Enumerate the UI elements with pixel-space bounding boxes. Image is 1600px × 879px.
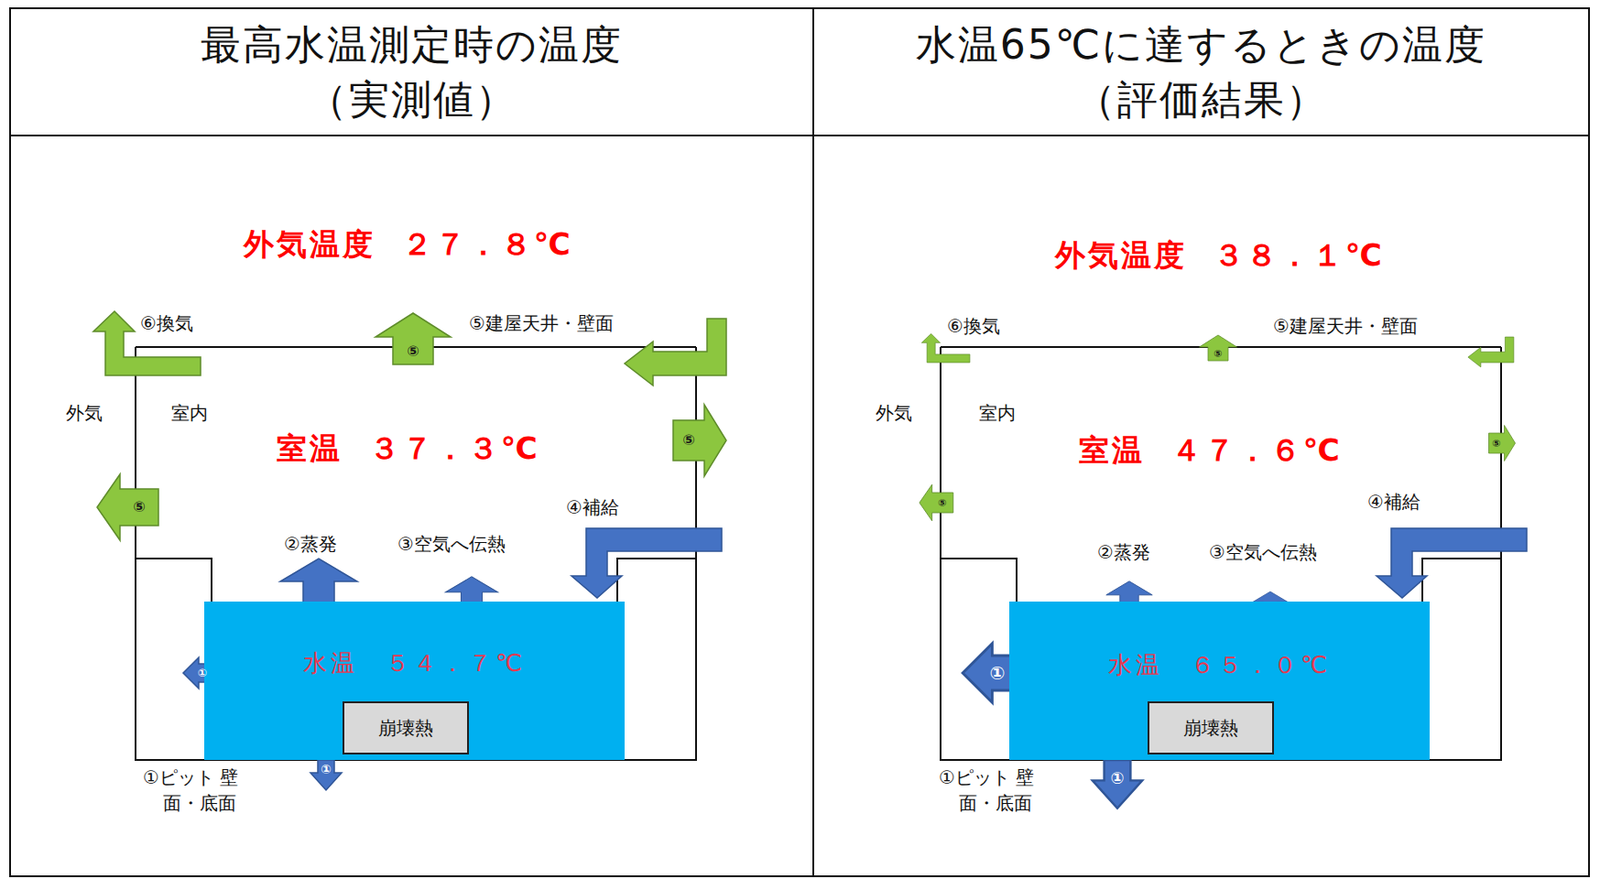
area-label: 室内 bbox=[979, 401, 1016, 426]
callout-number: ① bbox=[1110, 770, 1124, 787]
decay-heat-box: 崩壊熱 bbox=[1147, 701, 1274, 755]
flow-label: ④補給 bbox=[1367, 489, 1421, 515]
temperature-value: 室温 ４７．６℃ bbox=[1078, 430, 1342, 472]
callout-number: ① bbox=[320, 762, 332, 776]
callout-number: ⑤ bbox=[1213, 348, 1222, 360]
flow-label: ①ピット 壁面・底面 bbox=[938, 764, 1067, 817]
flow-label: ②蒸発 bbox=[283, 532, 338, 557]
flow-label: ③空気へ伝熱 bbox=[397, 532, 506, 557]
heat-flow-arrows bbox=[93, 311, 727, 541]
header-cell: 最高水温測定時の温度 （実測値） bbox=[10, 9, 813, 135]
water-pool: 水温 ６５．０℃ 崩壊熱 bbox=[1009, 601, 1430, 761]
water-flow-arrows bbox=[183, 528, 722, 791]
water-temperature: 水温 ６５．０℃ bbox=[1009, 649, 1430, 682]
flow-label: ⑤建屋天井・壁面 bbox=[1273, 314, 1418, 339]
callout-number: ⑤ bbox=[1491, 438, 1501, 449]
callout-number: ⑤ bbox=[682, 433, 696, 448]
flow-label: ⑥換気 bbox=[946, 314, 1001, 339]
box-label: 崩壊熱 bbox=[378, 716, 434, 741]
callout-number: ① bbox=[990, 663, 1006, 683]
building-outline bbox=[940, 347, 1502, 761]
box-label: 崩壊熱 bbox=[1183, 716, 1239, 741]
flow-label: ②蒸発 bbox=[1097, 540, 1151, 566]
callout-number: ⑤ bbox=[937, 498, 947, 509]
callout-number: ① bbox=[197, 667, 207, 679]
flow-label: ⑤建屋天井・壁面 bbox=[468, 311, 614, 337]
decay-heat-box: 崩壊熱 bbox=[342, 701, 469, 755]
flow-label: ①ピット 壁面・底面 bbox=[142, 764, 272, 817]
water-flow-arrows bbox=[962, 528, 1527, 809]
header-text: 最高水温測定時の温度 （実測値） bbox=[155, 17, 669, 127]
area-label: 外気 bbox=[65, 401, 103, 426]
temperature-value: 室温 ３７．３℃ bbox=[276, 428, 540, 470]
temperature-value: 外気温度 ２７．８℃ bbox=[243, 224, 573, 266]
building-outline bbox=[135, 347, 697, 761]
callout-number: ⑤ bbox=[132, 500, 146, 515]
header-cell: 水温65℃に達するときの温度 （評価結果） bbox=[814, 9, 1589, 135]
water-temperature: 水温 ５４．７℃ bbox=[204, 647, 625, 680]
water-pool: 水温 ５４．７℃ 崩壊熱 bbox=[204, 601, 625, 761]
flow-label: ③空気へ伝熱 bbox=[1208, 540, 1318, 566]
flow-label: ⑥換気 bbox=[140, 311, 194, 337]
area-label: 室内 bbox=[171, 401, 208, 426]
table-frame bbox=[10, 8, 1590, 877]
flow-label: ④補給 bbox=[565, 495, 620, 521]
callout-number: ⑤ bbox=[406, 344, 420, 360]
temperature-value: 外気温度 ３８．１℃ bbox=[1055, 235, 1384, 277]
heat-flow-arrows bbox=[919, 333, 1516, 521]
area-label: 外気 bbox=[875, 401, 913, 426]
header-text: 水温65℃に達するときの温度 （評価結果） bbox=[881, 17, 1523, 127]
